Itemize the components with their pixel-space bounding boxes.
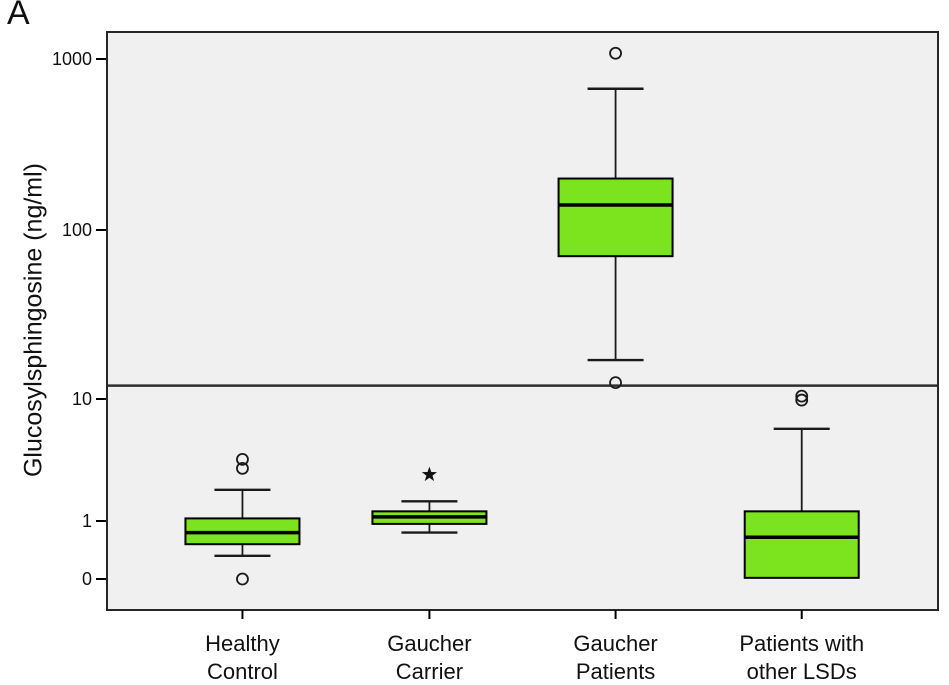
outlier-circle-gaucher-patients-1 xyxy=(609,376,622,390)
outlier-circle-healthy-control-0 xyxy=(236,452,249,466)
y-tick-label-1000: 1000 xyxy=(52,49,92,69)
box-patients-with-other-lsds xyxy=(743,510,860,579)
outlier-circle-healthy-control-1 xyxy=(236,461,249,475)
outlier-circle-patients-with-other-lsds-0 xyxy=(795,389,809,403)
outlier-circle-patients-with-other-lsds-1 xyxy=(795,393,809,407)
extreme-star-gaucher-carrier-0 xyxy=(421,466,437,482)
y-tick-label-1: 1 xyxy=(82,511,92,531)
plot-frame xyxy=(106,31,939,611)
y-tick-label-10: 10 xyxy=(72,389,92,409)
panel-label: A xyxy=(7,0,30,32)
y-tick-label-0: 0 xyxy=(82,569,92,589)
outlier-circle-gaucher-patients-0 xyxy=(609,46,622,60)
y-tick-label-100: 100 xyxy=(62,220,92,240)
outlier-circle-healthy-control-2 xyxy=(236,572,249,586)
box-gaucher-patients xyxy=(557,177,674,258)
